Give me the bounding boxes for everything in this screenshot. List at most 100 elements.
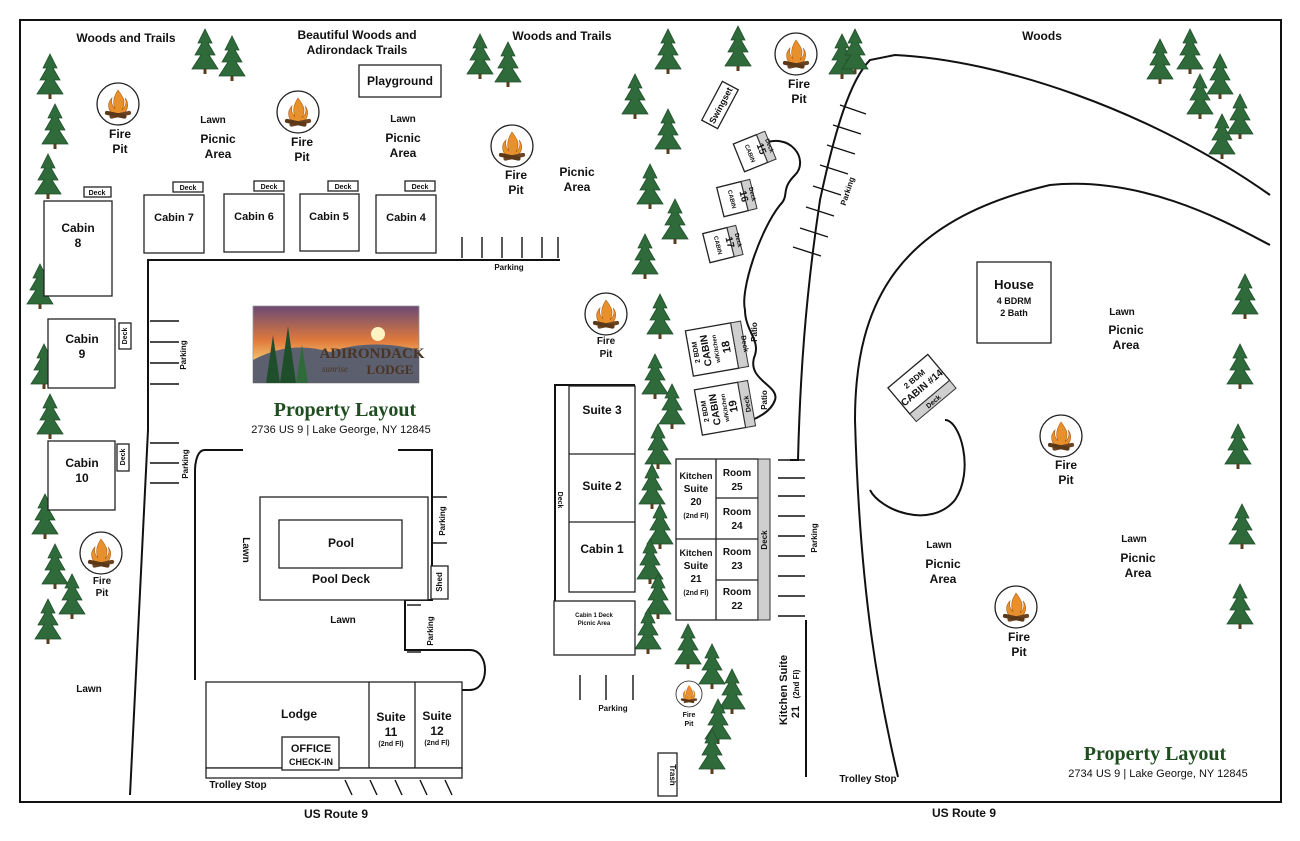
us-route-9-right: US Route 9: [932, 806, 996, 820]
suite11-num: 11: [385, 725, 398, 739]
patio-19-label: Patio: [760, 390, 769, 410]
kitchen-suite21-num: 21: [790, 706, 802, 718]
room25-num: 25: [731, 482, 743, 493]
suite2-label: Suite 2: [582, 479, 622, 493]
parking-left2-label: Parking: [181, 449, 190, 478]
k21-num: 21: [690, 574, 702, 585]
trash-label: Trash: [668, 764, 677, 785]
cabin-9[interactable]: [47, 318, 116, 389]
picnic-4: Picnic: [1108, 323, 1144, 337]
house[interactable]: [976, 261, 1052, 344]
house-bath: 2 Bath: [1000, 308, 1028, 318]
cabin6-deck-label: Deck: [261, 184, 278, 191]
cabin17-num: 17: [723, 236, 736, 250]
picnic-5: Picnic: [925, 557, 961, 571]
cabin5-deck-label: Deck: [335, 184, 352, 191]
area-5: Area: [930, 572, 957, 586]
adirondack-logo: ADIRONDACK sunrise LODGE: [252, 305, 425, 384]
cabin6-deck: [253, 180, 285, 192]
cabin15-deck-label: Deck: [763, 138, 774, 154]
cabin9-deck: [118, 322, 132, 350]
logo-lodge: LODGE: [367, 362, 414, 377]
room23-label: Room: [723, 547, 751, 558]
cabin16-deck-label: Deck: [747, 187, 756, 203]
office-checkin[interactable]: [281, 736, 340, 771]
shed-label: Shed: [435, 572, 444, 592]
suites-building: [568, 385, 636, 593]
area-4: Area: [1113, 338, 1140, 352]
area-2: Area: [390, 146, 417, 160]
house-bdrm: 4 BDRM: [997, 296, 1032, 306]
cabin17-label: CABIN: [712, 236, 722, 256]
cabin4-deck: [404, 180, 436, 192]
woods-label: Woods: [1022, 29, 1062, 43]
cabin10-label: Cabin: [65, 456, 98, 470]
room24-num: 24: [731, 521, 743, 532]
cabin7-deck-label: Deck: [180, 185, 197, 192]
cabin19-deck-label: Deck: [743, 395, 753, 413]
cabin1-label: Cabin 1: [580, 542, 624, 556]
cabin-10[interactable]: [47, 440, 116, 511]
cabin18-deck-label: Deck: [739, 335, 749, 353]
woods-trails-mid-label: Woods and Trails: [512, 29, 611, 43]
area-6: Area: [1125, 566, 1152, 580]
cabin18-kitchen: w/Kitchen: [711, 334, 722, 364]
cabin16-num: 16: [737, 190, 750, 204]
parking-suites-label: Parking: [810, 523, 819, 552]
beautiful-woods-label: Beautiful Woods and: [297, 28, 416, 42]
suite11-floor: (2nd Fl): [378, 741, 403, 748]
lawn-1: Lawn: [200, 115, 226, 126]
suite3-label: Suite 3: [582, 403, 622, 417]
cabin-7[interactable]: [143, 194, 205, 254]
parking-pool2-label: Parking: [426, 616, 435, 645]
room22-num: 22: [731, 601, 743, 612]
cabin5-deck: [327, 180, 359, 192]
cabin19-deck: [737, 379, 757, 429]
lawn-pool: Lawn: [330, 615, 356, 626]
firepit-9-pit: Pit: [685, 721, 695, 728]
k20-floor: (2nd Fl): [683, 513, 708, 520]
cabin-5[interactable]: [299, 193, 360, 252]
firepit-4-fire: Fire: [788, 77, 810, 91]
cabin15-deck: [755, 130, 777, 164]
k21-floor: (2nd Fl): [683, 590, 708, 597]
cabin14-deck: [909, 379, 957, 423]
cabin5-label: Cabin 5: [309, 211, 349, 223]
cabin15-num: 15: [754, 142, 769, 157]
cabin7-label: Cabin 7: [154, 212, 194, 224]
area-3: Area: [564, 180, 591, 194]
cabin8-deck-label: Deck: [89, 190, 106, 197]
kitchen-suite21-floor: (2nd Fl): [792, 669, 801, 698]
cabin7-deck: [172, 181, 204, 193]
cabin10-deck: [116, 443, 130, 472]
address-right: 2734 US 9 | Lake George, NY 12845: [1068, 768, 1247, 780]
cabin-4[interactable]: [375, 194, 437, 254]
firepit-3-pit: Pit: [508, 183, 523, 197]
cabin9-deck-label: Deck: [122, 328, 129, 345]
parking-top-label: Parking: [494, 263, 523, 272]
cabin18-bdm: 2 BDM: [691, 341, 702, 364]
cabin10-deck-label: Deck: [120, 449, 127, 466]
lawn-vertical: Lawn: [240, 537, 251, 563]
suite11-label: Suite: [376, 710, 406, 724]
cabin16-label: CABIN: [726, 190, 736, 210]
cabin-8[interactable]: [43, 200, 113, 297]
trash-box: [657, 752, 678, 797]
office-label: OFFICE: [291, 743, 331, 755]
logo-sub: sunrise: [322, 364, 348, 374]
pool-deck-label: Pool Deck: [312, 572, 370, 586]
firepit-1-pit: Pit: [112, 142, 127, 156]
firepit-6-fire: Fire: [93, 576, 112, 587]
cabin9-label: Cabin: [65, 332, 98, 346]
lower-fire-pit-icon: [675, 680, 703, 708]
address-left: 2736 US 9 | Lake George, NY 12845: [251, 424, 430, 436]
cabin-6[interactable]: [223, 193, 285, 253]
parking-left1-label: Parking: [179, 340, 188, 369]
lawn-5: Lawn: [926, 540, 952, 551]
woods-trails-left-label: Woods and Trails: [76, 31, 175, 45]
room24-label: Room: [723, 507, 751, 518]
map-border: [19, 19, 1282, 803]
title-left: Property Layout: [274, 399, 417, 421]
cabin4-deck-label: Deck: [412, 184, 429, 191]
cabin19-num: 19: [727, 399, 741, 413]
